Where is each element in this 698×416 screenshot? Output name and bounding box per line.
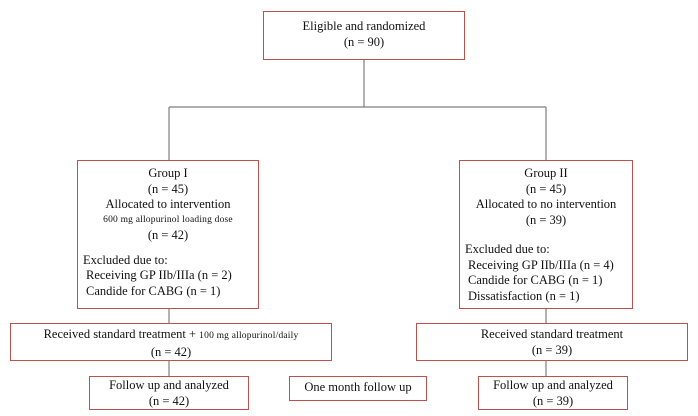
group-2-header: Group II (n = 45) Allocated to no interv… — [460, 166, 632, 228]
group-1-box: Group I (n = 45) Allocated to interventi… — [77, 160, 259, 309]
group-1-excluded-heading: Excluded due to: — [83, 252, 168, 267]
group-1-exclusions: Excluded due to: Receiving GP IIb/IIIa (… — [78, 253, 258, 300]
followup-2-label: Follow up and analyzed — [493, 378, 613, 392]
group-1-title: Group I — [148, 166, 188, 180]
followup-1-label: Follow up and analyzed — [109, 378, 229, 392]
eligible-box: Eligible and randomized (n = 90) — [263, 11, 465, 60]
group-2-count: (n = 45) — [525, 181, 567, 196]
group-2-spacer — [460, 228, 632, 242]
followup-1-count: (n = 42) — [148, 393, 190, 408]
treatment-1-count: (n = 42) — [150, 344, 192, 359]
followup-2-box: Follow up and analyzed (n = 39) — [478, 376, 628, 410]
group-2-box: Group II (n = 45) Allocated to no interv… — [459, 160, 633, 309]
group-1-excluded-reason: Candide for CABG (n = 1) — [86, 283, 221, 298]
treatment-1-label-main: Received standard treatment + — [43, 327, 200, 341]
treatment-1-box: Received standard treatment + 100 mg all… — [10, 323, 332, 361]
treatment-2-box: Received standard treatment (n = 39) — [416, 323, 688, 361]
eligible-title: Eligible and randomized — [302, 19, 426, 33]
group-1-spacer — [78, 244, 258, 253]
group-2-excluded-reason: Receiving GP IIb/IIIa (n = 4) — [468, 257, 614, 272]
group-2-allocation: Allocated to no intervention — [475, 197, 617, 211]
followup-2-count: (n = 39) — [532, 393, 574, 408]
group-2-excluded-heading: Excluded due to: — [465, 242, 550, 256]
group-2-excluded-reason: Dissatisfaction (n = 1) — [468, 288, 580, 303]
group-1-header: Group I (n = 45) Allocated to interventi… — [78, 166, 258, 244]
eligible-count: (n = 90) — [343, 34, 385, 49]
followup-middle-label: One month follow up — [304, 380, 412, 394]
group-1-dose: 600 mg allopurinol loading dose — [103, 214, 233, 225]
group-2-title: Group II — [524, 166, 568, 180]
group-2-exclusions: Excluded due to: Receiving GP IIb/IIIa (… — [460, 242, 632, 304]
treatment-1-label-dose: 100 mg allopurinol/daily — [199, 331, 299, 341]
followup-middle-box: One month follow up — [289, 376, 427, 401]
followup-1-box: Follow up and analyzed (n = 42) — [89, 376, 249, 410]
group-1-count: (n = 45) — [147, 181, 189, 196]
group-1-allocation: Allocated to intervention — [105, 197, 231, 211]
group-2-excluded-reason: Candide for CABG (n = 1) — [468, 273, 603, 287]
treatment-1-label: Received standard treatment + 100 mg all… — [11, 327, 331, 345]
group-1-excluded-reason: Receiving GP IIb/IIIa (n = 2) — [86, 268, 232, 282]
group-2-allocated-count: (n = 39) — [525, 212, 567, 227]
treatment-2-label: Received standard treatment — [480, 327, 624, 341]
group-1-allocated-count: (n = 42) — [147, 228, 189, 242]
treatment-2-count: (n = 39) — [531, 342, 573, 357]
